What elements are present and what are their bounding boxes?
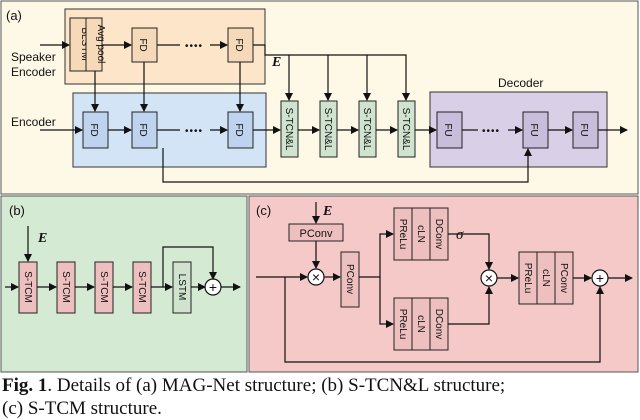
prelu-upper-label: PReLu	[397, 219, 408, 250]
avgpool-label: Avg pool	[95, 25, 106, 64]
stcnl-label-2: S-TCN&L	[322, 108, 333, 151]
cln-upper-label: cLN	[415, 225, 426, 243]
fu-label-3: FU	[578, 123, 589, 136]
stcnl-block-2	[319, 100, 338, 158]
stcm-label-b-3: S-TCM	[98, 271, 109, 303]
multiply-symbol-2: ×	[485, 270, 493, 286]
stcnl-block-4	[397, 100, 416, 158]
stcnl-label-4: S-TCN&L	[400, 108, 411, 151]
sum-symbol-c: +	[596, 270, 604, 286]
fu-label-1: FU	[442, 123, 453, 136]
speaker-fd-block-1	[131, 27, 158, 63]
prelu-out-label: PReLu	[522, 263, 533, 294]
caption-fig-label: Fig. 1	[2, 375, 48, 396]
stcm-label-b-2: S-TCM	[60, 271, 71, 303]
panel-b-connections	[5, 226, 241, 291]
dconv-upper-label: DConv	[433, 219, 444, 250]
e-label-b: E	[37, 231, 47, 246]
e-label-a: E	[271, 55, 281, 70]
decoder-dots: ••••	[482, 126, 500, 137]
fu-block-1	[436, 111, 463, 149]
speaker-encoder-label: Speaker	[11, 50, 56, 64]
speaker-fd-block-2	[227, 27, 254, 63]
decoder-label: Decoder	[498, 76, 543, 90]
caption-line-2: (c) S-TCM structure.	[2, 398, 162, 419]
stcnl-label-3: S-TCN&L	[361, 108, 372, 151]
speaker-encoder-label-2: Encoder	[11, 65, 56, 79]
panel-c-connections	[256, 202, 633, 363]
prelu-lower-label: PReLu	[397, 309, 408, 340]
speaker-dots: ••••	[185, 41, 203, 52]
fu-label-2: FU	[528, 123, 539, 136]
figure-caption: Fig. 1. Details of (a) MAG-Net structure…	[2, 374, 640, 420]
panel-c: (c) E PConv × PConv PReLu cLN DConv σ PR…	[248, 195, 639, 373]
encoder-fd-block-2	[131, 111, 158, 149]
dconv-lower-label: DConv	[433, 309, 444, 340]
encoder-fd-label-3: FD	[233, 123, 244, 136]
panel-c-label: (c)	[256, 203, 271, 218]
stcnl-blocks: S-TCN&L S-TCN&L S-TCN&L S-TCN&L	[280, 100, 416, 158]
encoder-label: Encoder	[11, 115, 56, 129]
sigma-label: σ	[456, 227, 464, 243]
sum-symbol-b: +	[209, 279, 217, 295]
stcm-label-b-4: S-TCM	[136, 271, 147, 303]
stcnl-block-1	[280, 100, 299, 158]
panel-b: (b) E S-TCM S-TCM S-TCM S-TCM LSTM +	[0, 195, 248, 373]
stcnl-block-3	[358, 100, 377, 158]
pconv-mid-block	[340, 251, 360, 308]
encoder-fd-block-3	[227, 111, 254, 149]
speaker-fd-label-2: FD	[233, 38, 244, 51]
fu-block-2	[522, 111, 549, 149]
fu-block-3	[572, 111, 599, 149]
stcnl-label-1: S-TCN&L	[283, 108, 294, 151]
caption-text: . Details of (a) MAG-Net structure; (b) …	[47, 375, 506, 396]
pconv-mid-label: PConv	[344, 264, 355, 294]
cln-lower-label: cLN	[415, 315, 426, 333]
encoder-dots: ••••	[185, 126, 203, 137]
blstm-label: BLSTM	[79, 27, 90, 60]
lstm-label: LSTM	[176, 274, 187, 301]
stcm-label-b-1: S-TCM	[22, 271, 33, 303]
panel-b-label: (b)	[9, 203, 25, 218]
panel-a-connections	[40, 41, 628, 183]
e-label-c: E	[322, 204, 332, 219]
pconv-out-label: PConv	[558, 263, 569, 293]
cln-out-label: cLN	[540, 269, 551, 287]
panel-a-label: (a)	[6, 8, 22, 23]
multiply-symbol-1: ×	[312, 269, 320, 285]
panel-a: (a) Speaker Encoder Encoder Decoder BLST…	[0, 0, 639, 195]
speaker-fd-label-1: FD	[137, 38, 148, 51]
encoder-fd-label-1: FD	[88, 123, 99, 136]
encoder-fd-label-2: FD	[137, 123, 148, 136]
pconv-top-label: PConv	[299, 228, 333, 240]
encoder-fd-block-1	[82, 111, 109, 149]
